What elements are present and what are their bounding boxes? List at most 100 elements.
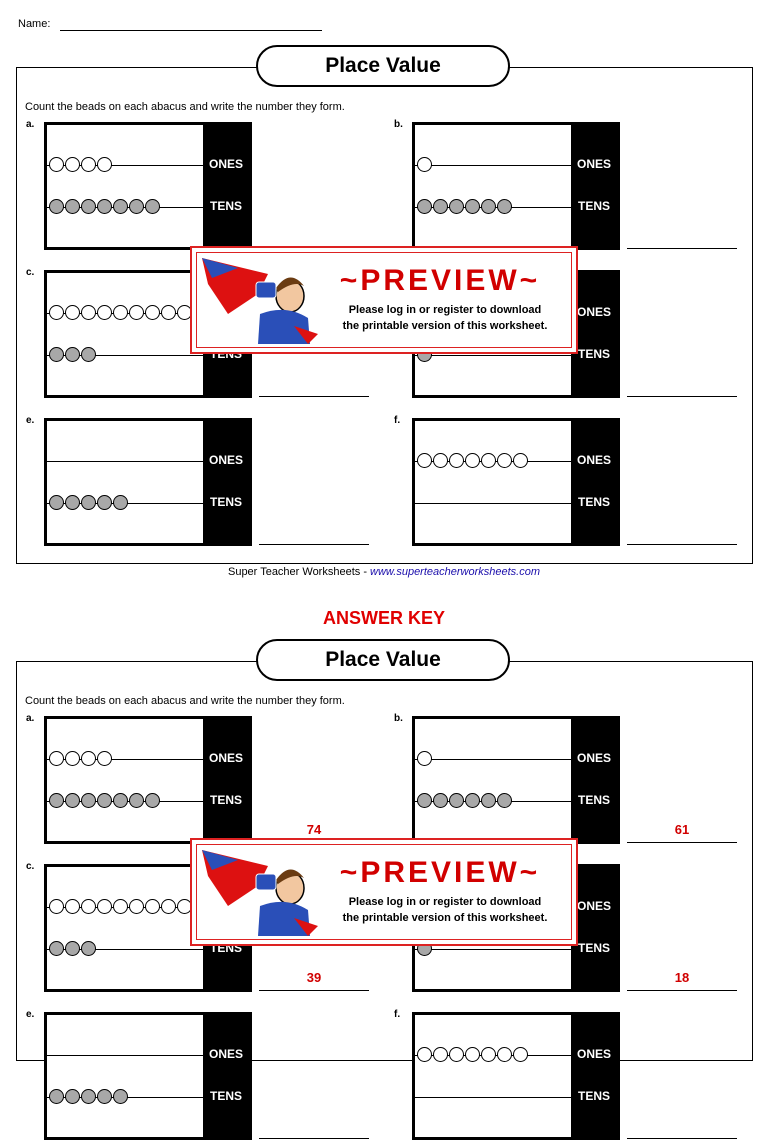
ones-bead <box>417 1047 432 1062</box>
tens-bead <box>65 1089 80 1104</box>
problem-letter: a. <box>26 119 35 130</box>
tens-bead <box>113 199 128 214</box>
problem-letter: c. <box>26 267 35 278</box>
answer-key-instructions: Count the beads on each abacus and write… <box>25 695 345 707</box>
ones-bead <box>513 453 528 468</box>
name-line[interactable] <box>60 30 322 31</box>
ones-bead <box>449 1047 464 1062</box>
tens-bead <box>465 793 480 808</box>
preview-banner: ~PREVIEW~ Please log in or register to d… <box>190 838 578 946</box>
answer-line[interactable] <box>259 1138 369 1139</box>
ones-label: ONES <box>576 1047 611 1061</box>
tens-label: TENS <box>209 1089 242 1103</box>
ones-rod <box>415 759 571 760</box>
tens-label: TENS <box>209 793 242 807</box>
ones-rod <box>47 1055 203 1056</box>
tens-bead <box>481 199 496 214</box>
place-label-bar <box>203 125 249 247</box>
ones-label: ONES <box>576 899 611 913</box>
tens-bead <box>49 347 64 362</box>
tens-bead <box>145 793 160 808</box>
problem-letter: b. <box>394 713 403 724</box>
ones-label: ONES <box>208 1047 243 1061</box>
ones-bead <box>161 305 176 320</box>
ones-bead <box>161 899 176 914</box>
answer-line[interactable] <box>627 396 737 397</box>
tens-label: TENS <box>577 793 610 807</box>
tens-bead <box>497 793 512 808</box>
problem-letter: b. <box>394 119 403 130</box>
answer-line[interactable] <box>627 248 737 249</box>
problem-letter: e. <box>26 415 35 426</box>
instructions: Count the beads on each abacus and write… <box>25 101 345 113</box>
tens-label: TENS <box>209 199 242 213</box>
ones-bead <box>81 305 96 320</box>
tens-bead <box>113 793 128 808</box>
tens-bead <box>129 199 144 214</box>
abacus: ONES TENS <box>44 716 252 844</box>
ones-bead <box>81 899 96 914</box>
problem-letter: a. <box>26 713 35 724</box>
ones-label: ONES <box>208 751 243 765</box>
tens-bead <box>49 793 64 808</box>
tens-bead <box>433 793 448 808</box>
ones-bead <box>497 453 512 468</box>
tens-bead <box>113 1089 128 1104</box>
problem-letter: f. <box>394 1009 401 1020</box>
ones-label: ONES <box>576 751 611 765</box>
preview-inner-border <box>196 252 572 348</box>
footer-url[interactable]: www.superteacherworksheets.com <box>370 566 541 578</box>
ones-bead <box>97 899 112 914</box>
tens-label: TENS <box>577 347 610 361</box>
place-label-bar <box>203 719 249 841</box>
abacus: ONES TENS <box>44 1012 252 1140</box>
place-label-bar <box>203 1015 249 1137</box>
answer-line[interactable] <box>627 842 737 843</box>
answer-line[interactable] <box>259 544 369 545</box>
answer-value: 39 <box>306 970 322 985</box>
tens-bead <box>65 495 80 510</box>
answer-line[interactable] <box>259 396 369 397</box>
ones-bead <box>97 157 112 172</box>
tens-rod <box>415 1097 571 1098</box>
answer-line[interactable] <box>259 990 369 991</box>
answer-line[interactable] <box>627 544 737 545</box>
answer-line[interactable] <box>627 990 737 991</box>
preview-title: ~PREVIEW~ <box>339 264 541 297</box>
footer-brand: Super Teacher Worksheets - <box>227 566 371 578</box>
tens-label: TENS <box>577 199 610 213</box>
ones-label: ONES <box>576 453 611 467</box>
tens-bead <box>97 793 112 808</box>
ones-bead <box>65 157 80 172</box>
ones-bead <box>465 453 480 468</box>
tens-rod <box>415 355 571 356</box>
answer-line[interactable] <box>627 1138 737 1139</box>
tens-bead <box>417 199 432 214</box>
place-label-bar <box>571 273 617 395</box>
tens-bead <box>97 199 112 214</box>
ones-bead <box>417 157 432 172</box>
ones-bead <box>433 453 448 468</box>
answer-value: 18 <box>674 970 690 985</box>
tens-bead <box>433 199 448 214</box>
ones-rod <box>47 461 203 462</box>
preview-banner: ~PREVIEW~ Please log in or register to d… <box>190 246 578 354</box>
ones-bead <box>49 157 64 172</box>
superhero-mascot-icon <box>202 850 318 936</box>
tens-bead <box>81 1089 96 1104</box>
ones-bead <box>65 305 80 320</box>
ones-bead <box>65 751 80 766</box>
place-label-bar <box>203 421 249 543</box>
tens-bead <box>49 495 64 510</box>
ones-bead <box>129 305 144 320</box>
ones-bead <box>449 453 464 468</box>
superhero-mascot-icon <box>202 258 318 344</box>
ones-bead <box>49 305 64 320</box>
ones-label: ONES <box>208 453 243 467</box>
problem-letter: c. <box>26 861 35 872</box>
tens-bead <box>97 495 112 510</box>
ones-bead <box>497 1047 512 1062</box>
